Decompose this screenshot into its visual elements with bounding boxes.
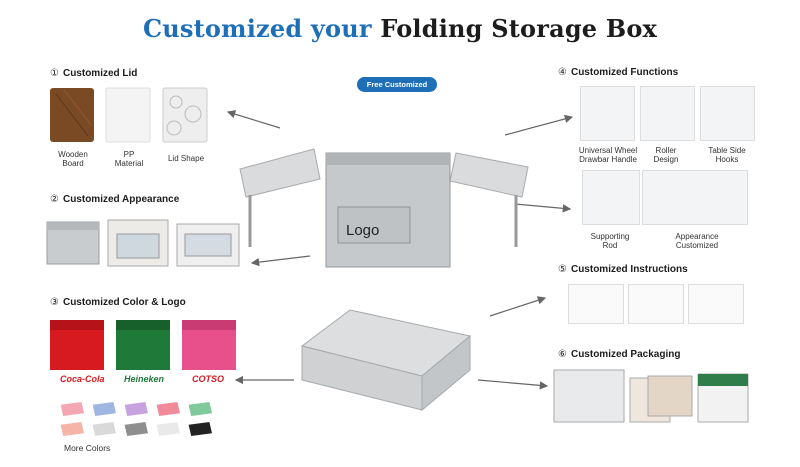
arrow-to-instructions [489, 296, 547, 317]
color-swatch [92, 402, 116, 416]
color-swatch [124, 422, 148, 436]
function-rod-photo [582, 170, 640, 225]
swatch-grid [58, 402, 228, 436]
pp-material-image [105, 87, 151, 143]
arrow-to-functions-bottom [514, 203, 572, 213]
free-customized-badge: Free Customized [357, 77, 437, 92]
color-boxes [50, 320, 236, 370]
lid-samples [50, 87, 208, 143]
brand-heineken: Heineken [124, 374, 165, 384]
color-swatch [60, 422, 84, 436]
color-swatch [188, 422, 212, 436]
color-swatch [156, 422, 180, 436]
function-appearance-photo [642, 170, 748, 225]
color-swatch [60, 402, 84, 416]
title-rest: Folding Storage Box [380, 14, 658, 43]
function-hooks-photo [700, 86, 755, 141]
caption-lid-shape: Lid Shape [167, 154, 205, 163]
center-logo-text: Logo [346, 222, 379, 239]
page-title: Customized your Folding Storage Box [0, 14, 800, 43]
color-swatch [124, 402, 148, 416]
title-highlight: Customized your [142, 14, 372, 43]
arrow-to-lid [226, 110, 281, 129]
brand-coke: Coca-Cola [60, 374, 105, 384]
product-table-image: Logo [239, 148, 529, 268]
product-folded-image [300, 309, 472, 412]
arrow-to-appearance [250, 255, 311, 267]
color-swatch [156, 402, 180, 416]
instruction-sheet-1 [568, 284, 624, 324]
color-swatch [188, 402, 212, 416]
arrow-to-functions-top [504, 114, 574, 136]
instruction-sheet-3 [688, 284, 744, 324]
color-swatch [92, 422, 116, 436]
arrow-to-packaging [477, 379, 549, 390]
more-colors-label: More Colors [64, 443, 111, 453]
brand-cotso: COTSO [192, 374, 225, 384]
function-wheel-photo [580, 86, 635, 141]
packaging-samples [553, 369, 749, 423]
function-roller-photo [640, 86, 695, 141]
appearance-samples [46, 219, 240, 267]
instruction-sheet-2 [628, 284, 684, 324]
